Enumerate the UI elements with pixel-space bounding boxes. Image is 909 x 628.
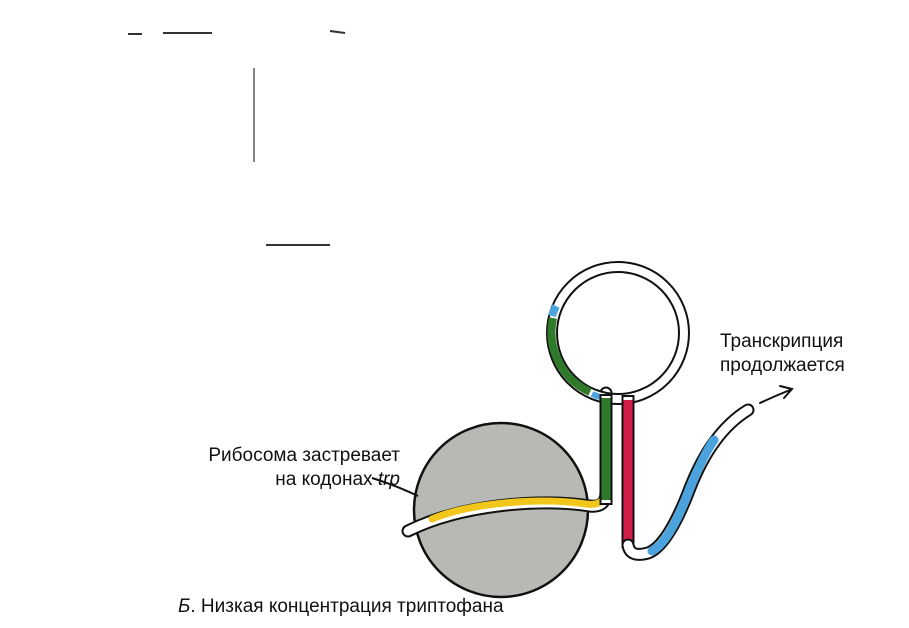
trp-italic: trp	[377, 469, 400, 490]
hairpin-loop	[546, 261, 690, 405]
caption-text: . Низкая концентрация триптофана	[190, 596, 504, 617]
ribosome-pointer-line	[371, 477, 419, 497]
stem	[599, 394, 635, 548]
ribosome-label-line1: Рибосома застревает	[208, 445, 400, 466]
ribosome-label-line2: на кодонах trp	[275, 469, 400, 490]
transcription-label: Транскрипция продолжается	[720, 330, 845, 378]
scan-artifacts	[128, 30, 346, 246]
ribosome-label: Рибосома застревает на кодонах trp	[208, 444, 400, 492]
transcription-label-line2: продолжается	[720, 355, 845, 376]
blue-region	[647, 435, 719, 556]
downstream-strand	[621, 403, 755, 561]
transcription-arrow	[759, 385, 794, 404]
caption-prefix: Б	[178, 596, 191, 617]
figure-caption: Б. Низкая концентрация триптофана	[178, 596, 504, 618]
transcription-label-line1: Транскрипция	[720, 331, 844, 352]
